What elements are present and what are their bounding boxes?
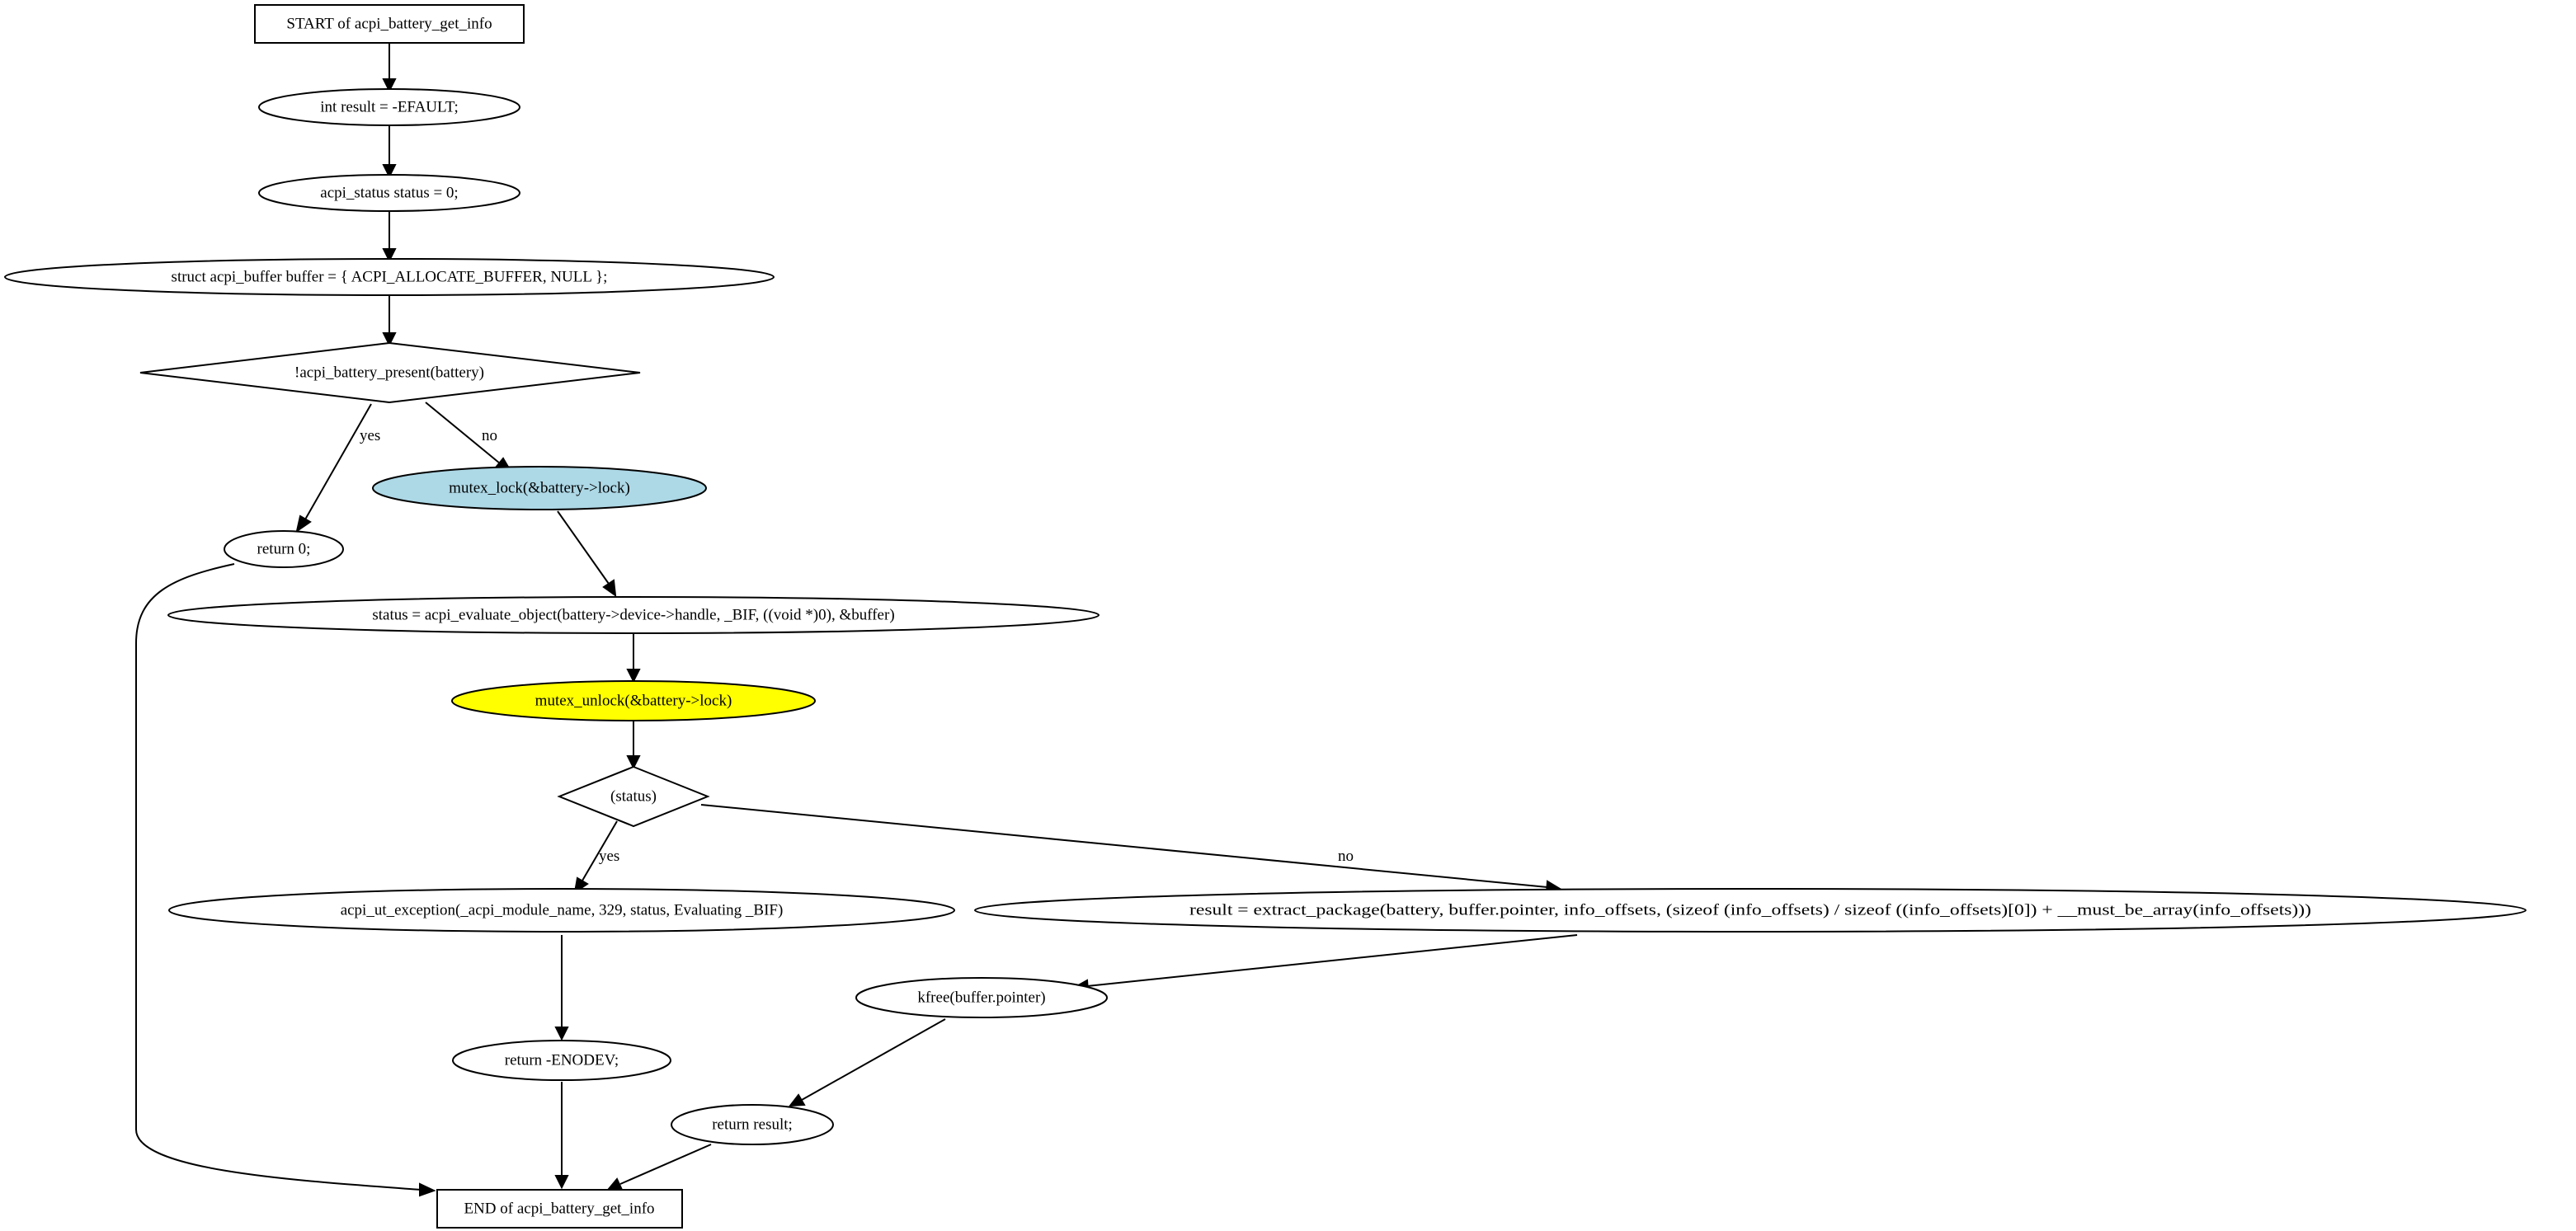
node-return-zero: return 0; — [224, 530, 344, 568]
node-status-init-label: acpi_status status = 0; — [320, 185, 458, 202]
edge-label-present-yes: yes — [360, 427, 380, 444]
edge-evaluate-object-to-mutex-unlock — [626, 633, 641, 684]
node-exception: acpi_ut_exception(_acpi_module_name, 329… — [168, 888, 955, 933]
edge-buffer-init-to-check-present — [382, 295, 397, 347]
nodes: START of acpi_battery_get_info int resul… — [4, 4, 2527, 1229]
node-mutex-lock-label: mutex_lock(&battery->lock) — [449, 480, 630, 497]
edge-check-status-to-exception: yes — [573, 820, 619, 895]
edges: yes no yes — [135, 43, 1578, 1197]
node-end: END of acpi_battery_get_info — [436, 1189, 683, 1229]
node-extract-package-label: result = extract_package(battery, buffer… — [1189, 902, 2311, 919]
edge-exception-to-return-enodev — [554, 935, 569, 1041]
node-check-status-label: (status) — [610, 788, 657, 806]
edge-return-enodev-to-end — [554, 1082, 569, 1190]
edge-mutex-lock-to-evaluate-object — [557, 510, 617, 598]
edge-result-init-to-status-init — [382, 125, 397, 179]
edge-check-present-to-mutex-lock: no — [425, 402, 514, 474]
node-result-init-label: int result = -EFAULT; — [320, 99, 458, 116]
node-kfree: kfree(buffer.pointer) — [855, 977, 1108, 1018]
node-return-zero-label: return 0; — [257, 541, 311, 558]
node-start: START of acpi_battery_get_info — [254, 4, 525, 44]
node-mutex-unlock-label: mutex_unlock(&battery->lock) — [535, 693, 732, 710]
edge-status-init-to-buffer-init — [382, 211, 397, 263]
node-mutex-lock: mutex_lock(&battery->lock) — [372, 466, 707, 510]
node-return-result-label: return result; — [712, 1116, 793, 1134]
node-buffer-init-label: struct acpi_buffer buffer = { ACPI_ALLOC… — [172, 269, 608, 286]
node-mutex-unlock: mutex_unlock(&battery->lock) — [451, 680, 816, 721]
edge-label-present-no: no — [482, 427, 497, 444]
node-check-present-label: !acpi_battery_present(battery) — [294, 364, 484, 382]
edge-mutex-unlock-to-check-status — [626, 721, 641, 770]
node-evaluate-object-label: status = acpi_evaluate_object(battery->d… — [372, 607, 894, 624]
node-extract-package: result = extract_package(battery, buffer… — [974, 888, 2527, 933]
edge-return-zero-to-end — [135, 563, 436, 1197]
node-check-status: (status) — [557, 765, 710, 828]
node-check-present: !acpi_battery_present(battery) — [139, 341, 641, 404]
edge-label-status-yes: yes — [599, 848, 619, 865]
edge-check-present-to-return-zero: yes — [295, 403, 380, 533]
node-end-label: END of acpi_battery_get_info — [464, 1200, 654, 1218]
node-start-label: START of acpi_battery_get_info — [286, 16, 492, 33]
node-buffer-init: struct acpi_buffer buffer = { ACPI_ALLOC… — [4, 258, 775, 296]
edge-extract-package-to-kfree — [1071, 934, 1578, 994]
node-exception-label: acpi_ut_exception(_acpi_module_name, 329… — [341, 902, 784, 919]
edge-kfree-to-return-result — [788, 1018, 946, 1107]
edge-start-to-result-init — [382, 43, 397, 93]
edge-check-status-to-extract-package: no — [700, 804, 1562, 895]
edge-label-status-no: no — [1338, 848, 1354, 865]
node-status-init: acpi_status status = 0; — [258, 174, 520, 212]
node-kfree-label: kfree(buffer.pointer) — [917, 989, 1045, 1007]
edge-return-result-to-end — [606, 1144, 712, 1191]
node-result-init: int result = -EFAULT; — [258, 88, 520, 126]
node-return-enodev-label: return -ENODEV; — [505, 1052, 619, 1069]
node-return-enodev: return -ENODEV; — [452, 1040, 671, 1081]
node-return-result: return result; — [671, 1104, 834, 1145]
node-evaluate-object: status = acpi_evaluate_object(battery->d… — [167, 596, 1100, 634]
